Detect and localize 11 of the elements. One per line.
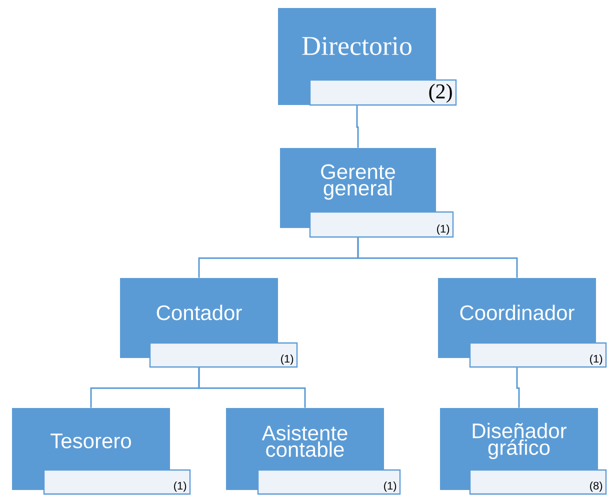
count-box: (2)	[309, 79, 457, 106]
count-box: (1)	[309, 211, 454, 238]
connector-line	[198, 368, 306, 408]
count-box: (1)	[43, 469, 191, 495]
count-box: (8)	[469, 469, 607, 495]
count-box: (1)	[149, 342, 298, 368]
connector-line	[516, 368, 520, 408]
count-box: (1)	[257, 469, 401, 495]
connector-line	[356, 106, 359, 148]
count-box: (1)	[469, 342, 607, 368]
connector-line	[357, 238, 518, 278]
